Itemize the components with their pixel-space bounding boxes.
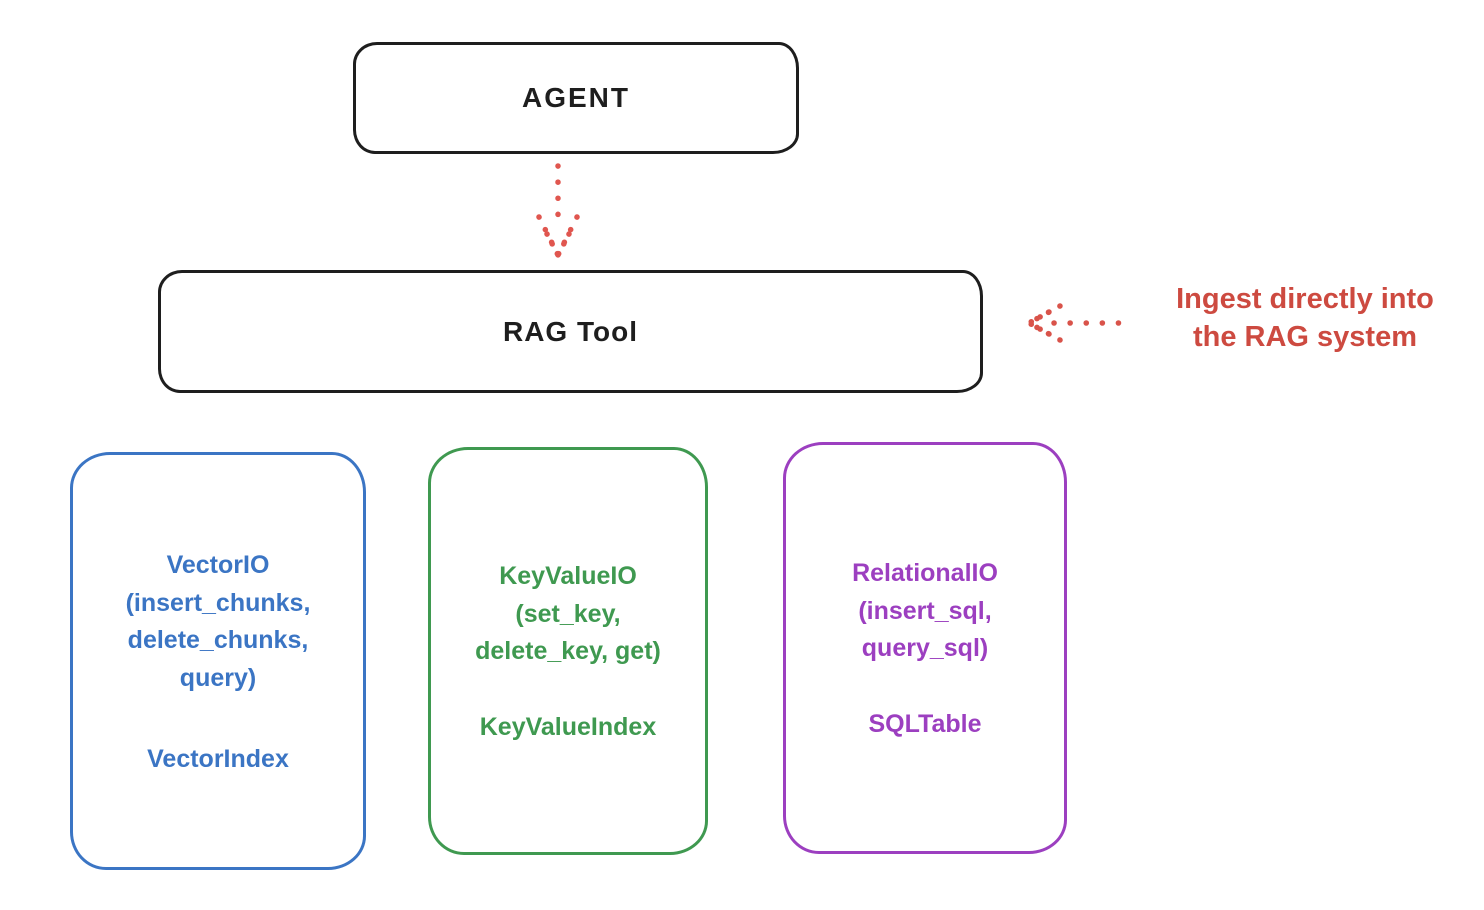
keyvalueio-label: KeyValueIO (set_key, delete_key, get) — [475, 562, 661, 665]
relationalio-label: RelationalIO (insert_sql, query_sql) — [852, 559, 998, 662]
ingest-left-arrow-icon — [1026, 303, 1137, 343]
vectorindex-label: VectorIndex — [147, 745, 289, 773]
provider-box-relationalio: RelationalIO (insert_sql, query_sql) SQL… — [783, 442, 1067, 854]
sqltable-label: SQLTable — [868, 709, 982, 738]
agent-box: AGENT — [353, 42, 799, 154]
agent-box-label: AGENT — [522, 82, 630, 113]
agent-to-rag-down-arrow-icon — [536, 163, 580, 258]
ingest-annotation: Ingest directly into the RAG system — [1176, 283, 1434, 354]
keyvalueindex-label: KeyValueIndex — [479, 712, 657, 741]
rag-tool-box-label: RAG Tool — [502, 315, 638, 347]
provider-box-keyvalueio: KeyValueIO (set_key, delete_key, get) Ke… — [428, 447, 708, 855]
provider-box-vectorio: VectorIO (insert_chunks, delete_chunks, … — [70, 452, 366, 870]
rag-tool-box: RAG Tool — [158, 270, 983, 393]
vectorio-label: VectorIO (insert_chunks, delete_chunks, … — [125, 551, 311, 692]
